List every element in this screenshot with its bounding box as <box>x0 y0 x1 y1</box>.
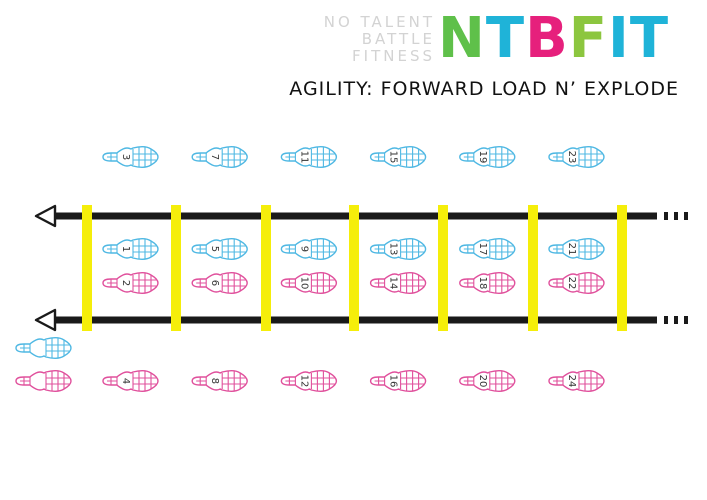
rail-continuation-dash <box>684 212 688 220</box>
ladder-rung <box>349 205 359 331</box>
step-number: 9 <box>298 246 309 252</box>
step-number: 18 <box>477 277 488 290</box>
step-number: 3 <box>120 154 131 160</box>
tagline-line: NO TALENT <box>323 13 435 31</box>
step-3: 3 <box>102 146 159 168</box>
step-number: 24 <box>566 375 577 388</box>
ntbfit-logo: N T B F I T <box>438 10 669 68</box>
step-11: 11 <box>280 146 338 168</box>
step-5: 5 <box>191 238 248 260</box>
rail-continuation-dash <box>664 316 668 324</box>
step-12: 12 <box>280 370 338 392</box>
step-number: 5 <box>209 246 220 252</box>
step-20: 20 <box>459 370 516 392</box>
step-number: 7 <box>209 154 220 160</box>
ladder-rung <box>261 205 271 331</box>
step-15: 15 <box>369 146 427 168</box>
rail-continuation-dash <box>684 316 688 324</box>
step-7: 7 <box>191 146 248 168</box>
step-number: 6 <box>209 280 220 286</box>
left-footprint-icon <box>15 337 72 359</box>
step-number: 2 <box>120 280 131 286</box>
step-6: 6 <box>191 272 248 294</box>
logo-letter: F <box>568 6 609 71</box>
step-13: 13 <box>369 238 427 260</box>
step-number: 22 <box>566 277 577 290</box>
step-4: 4 <box>102 370 159 392</box>
step-21: 21 <box>548 238 605 260</box>
tagline: NO TALENT BATTLE FITNESS <box>324 14 435 65</box>
tagline-line: BATTLE <box>361 30 435 48</box>
ladder-rung <box>617 205 627 331</box>
rail-continuation-dash <box>664 212 668 220</box>
right-footprint-icon <box>15 370 72 392</box>
step-10: 10 <box>280 272 338 294</box>
drill-title: AGILITY: FORWARD LOAD N’ EXPLODE <box>289 78 679 100</box>
step-19: 19 <box>459 146 516 168</box>
step-number: 11 <box>298 151 309 164</box>
step-number: 20 <box>477 375 488 388</box>
step-number: 23 <box>566 151 577 164</box>
step-number: 21 <box>566 243 577 256</box>
step-number: 19 <box>477 151 488 164</box>
step-number: 8 <box>209 378 220 384</box>
logo-letter: I <box>608 6 630 71</box>
step-number: 16 <box>388 375 399 388</box>
step-number: 12 <box>298 375 309 388</box>
ladder-rung <box>171 205 181 331</box>
ladder-rung <box>438 205 448 331</box>
tagline-line: FITNESS <box>352 47 435 65</box>
rail-arrowhead <box>34 308 57 332</box>
logo-letter: B <box>525 6 569 71</box>
step-8: 8 <box>191 370 248 392</box>
step-number: 4 <box>120 378 131 384</box>
logo-letter: N <box>438 6 486 71</box>
step-number: 1 <box>120 246 131 252</box>
step-24: 24 <box>548 370 605 392</box>
rail-arrowhead <box>34 204 57 228</box>
ladder-rung <box>528 205 538 331</box>
step-1: 1 <box>102 238 159 260</box>
rail-continuation-dash <box>674 316 678 324</box>
step-22: 22 <box>548 272 605 294</box>
logo-letter: T <box>485 6 526 71</box>
step-number: 14 <box>388 277 399 290</box>
step-14: 14 <box>369 272 427 294</box>
logo-letter: T <box>629 6 670 71</box>
step-number: 17 <box>477 243 488 256</box>
step-23: 23 <box>548 146 605 168</box>
step-number: 10 <box>298 277 309 290</box>
ladder-rung <box>82 205 92 331</box>
step-17: 17 <box>459 238 516 260</box>
step-18: 18 <box>459 272 516 294</box>
step-2: 2 <box>102 272 159 294</box>
step-9: 9 <box>280 238 338 260</box>
step-16: 16 <box>369 370 427 392</box>
step-number: 15 <box>388 151 399 164</box>
rail-continuation-dash <box>674 212 678 220</box>
step-number: 13 <box>388 243 399 256</box>
